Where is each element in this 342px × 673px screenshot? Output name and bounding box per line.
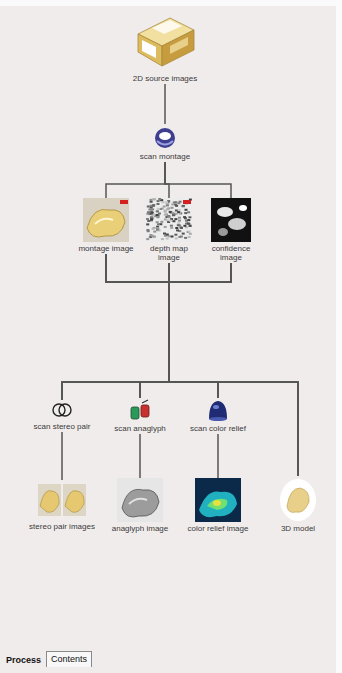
process-node: confidence image [200, 198, 262, 263]
process-node: stereo pair images [27, 480, 97, 532]
process-node: scan montage [130, 124, 200, 162]
node-icon [37, 480, 87, 520]
connector [140, 263, 231, 398]
connector [165, 162, 231, 198]
node-label: 3D model [280, 525, 316, 534]
node-icon [146, 198, 192, 242]
node-label: confidence image [200, 245, 262, 263]
node-label: scan anaglyph [113, 425, 167, 434]
node-label: color relief image [187, 525, 250, 534]
node-label: depth map image [138, 245, 200, 263]
node-icon [117, 478, 163, 522]
process-node: montage image [75, 198, 136, 254]
process-node: 2D source images [123, 12, 207, 84]
node-label: scan color relief [189, 425, 247, 434]
connector [62, 432, 63, 480]
node-label: montage image [77, 245, 134, 254]
connector [169, 263, 298, 476]
connector [169, 263, 231, 398]
connector [169, 263, 298, 476]
node-label: scan montage [139, 153, 191, 162]
node-icon [195, 478, 241, 522]
node-icon [211, 198, 251, 242]
panel-tab: Contents [46, 651, 92, 667]
node-icon [50, 400, 74, 420]
process-node: color relief image [185, 478, 252, 534]
connector [140, 263, 169, 398]
connector [106, 254, 218, 398]
node-icon [83, 198, 129, 242]
panel-tab: Process [6, 655, 41, 665]
node-icon [128, 398, 152, 422]
connector [62, 254, 169, 400]
process-node: depth map image [138, 198, 200, 263]
node-label: anaglyph image [111, 525, 169, 534]
connector [62, 263, 169, 400]
node-icon [130, 12, 200, 72]
connector [169, 263, 218, 398]
connector [106, 254, 169, 398]
process-node: anaglyph image [107, 478, 173, 534]
connector [106, 162, 165, 198]
connector [165, 84, 166, 124]
connector [140, 434, 141, 478]
node-icon [150, 124, 180, 150]
node-label: scan stereo pair [33, 423, 92, 432]
process-node: scan anaglyph [107, 398, 173, 434]
panel-top [0, 0, 342, 6]
process-node: scan stereo pair [29, 400, 95, 432]
connector [218, 434, 219, 478]
connector [62, 263, 231, 400]
panel-edge [336, 0, 342, 673]
process-node: 3D model [267, 476, 329, 534]
node-icon [278, 476, 318, 522]
process-node: scan color relief [185, 398, 251, 434]
node-icon [206, 398, 230, 422]
connector [106, 254, 298, 476]
node-label: stereo pair images [28, 523, 96, 532]
node-label: 2D source images [132, 75, 198, 84]
